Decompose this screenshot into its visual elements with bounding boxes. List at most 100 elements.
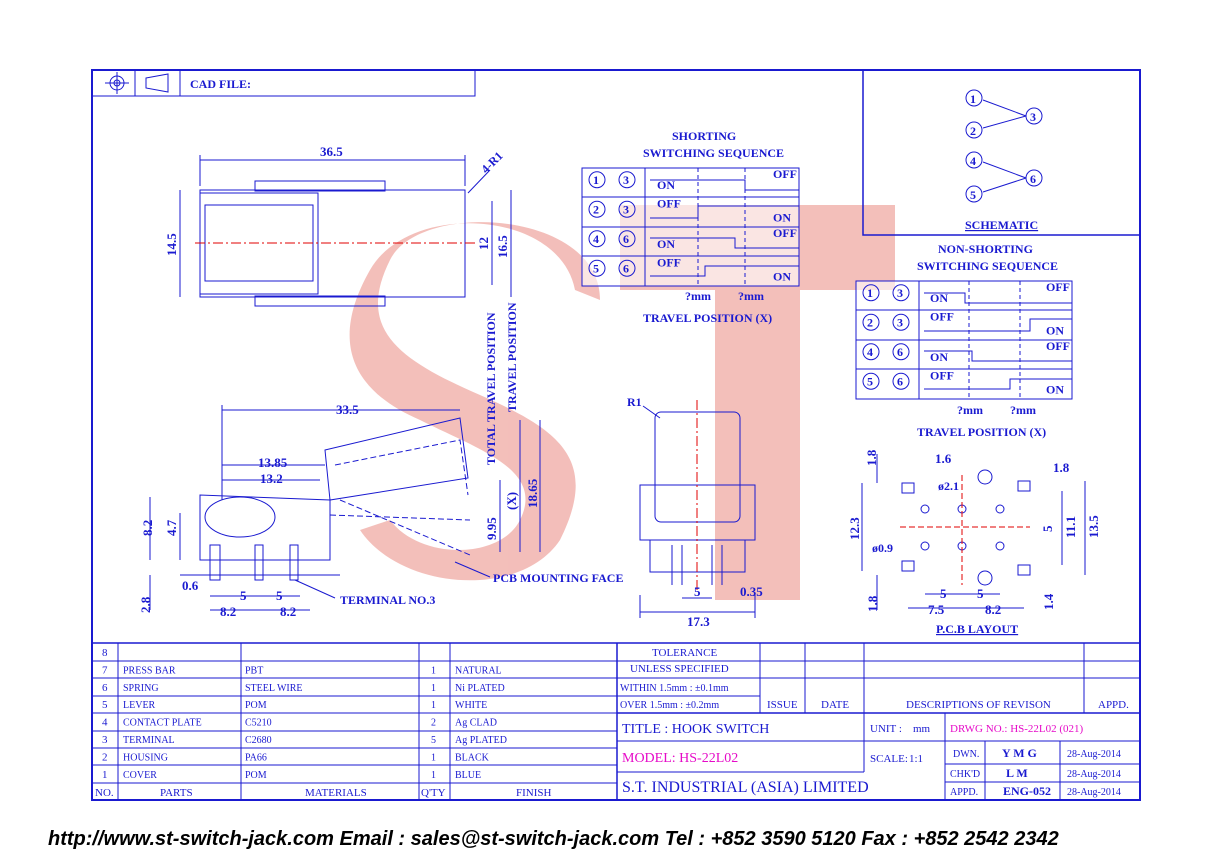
front-dim-5: 5 bbox=[694, 584, 701, 599]
side-dim-13-85: 13.85 bbox=[258, 455, 288, 470]
bom-row-material: POM bbox=[245, 770, 267, 781]
bom-row-finish: Ag CLAD bbox=[455, 718, 497, 729]
bom-header-qty: Q'TY bbox=[421, 787, 446, 799]
bom-row-part: HOUSING bbox=[123, 752, 168, 763]
appd-value: ENG-052 bbox=[1003, 784, 1051, 798]
non-shorting-pin-a: 1 bbox=[867, 286, 873, 300]
schematic-pin-3: 3 bbox=[1030, 110, 1036, 124]
model-text: MODEL: HS-22L02 bbox=[622, 751, 738, 766]
shorting-pin-b: 3 bbox=[623, 202, 629, 216]
pcb-dim-5-a: 5 bbox=[940, 586, 947, 601]
side-dim-5-b: 5 bbox=[276, 588, 283, 603]
bom-row-material: STEEL WIRE bbox=[245, 683, 303, 694]
bom-row-finish: BLACK bbox=[455, 752, 490, 763]
drawing-border bbox=[91, 69, 1141, 801]
top-dim-12: 12 bbox=[476, 237, 491, 250]
side-dim-9-95: 9.95 bbox=[484, 517, 499, 540]
top-view bbox=[179, 155, 512, 307]
watermark-logo bbox=[349, 205, 895, 600]
non-shorting-pin-circle bbox=[892, 372, 910, 390]
side-dim-4-7: 4.7 bbox=[164, 519, 179, 536]
non-shorting-mm-1: ?mm bbox=[957, 403, 983, 417]
shorting-pin-circle bbox=[588, 171, 606, 189]
shorting-state-right: ON bbox=[773, 269, 791, 283]
bom-row-finish: BLUE bbox=[455, 770, 481, 781]
scale-value: 1:1 bbox=[909, 753, 923, 765]
pcb-dim-12-3: 12.3 bbox=[847, 517, 862, 540]
non-shorting-travel: TRAVEL POSITION (X) bbox=[917, 425, 1046, 439]
non-shorting-pin-circle bbox=[892, 284, 910, 302]
side-dim-8-2-v: 8.2 bbox=[140, 520, 155, 536]
non-shorting-state-left: ON bbox=[930, 350, 948, 364]
bom-row-material: C5210 bbox=[245, 718, 272, 729]
schematic-pin-2: 2 bbox=[970, 124, 976, 138]
side-dim-8-2-a: 8.2 bbox=[220, 604, 236, 619]
shorting-pin-circle bbox=[588, 259, 606, 277]
non-shorting-title-1: NON-SHORTING bbox=[938, 242, 1033, 256]
appd-date: 28-Aug-2014 bbox=[1067, 787, 1121, 798]
side-dim-x: (X) bbox=[504, 492, 519, 510]
shorting-state-right: OFF bbox=[773, 167, 797, 181]
pcb-dim-1-8-c: 1.8 bbox=[865, 595, 880, 612]
dwn-value: Y M G bbox=[1002, 746, 1037, 760]
non-shorting-state-right: OFF bbox=[1046, 280, 1070, 294]
side-pcb-face-label: PCB MOUNTING FACE bbox=[493, 571, 623, 585]
bom-row-material: C2680 bbox=[245, 735, 272, 746]
top-dim-14-5: 14.5 bbox=[164, 233, 179, 256]
tolerance-over: OVER 1.5mm : ±0.2mm bbox=[620, 700, 719, 711]
shorting-title-1: SHORTING bbox=[672, 129, 736, 143]
bom-row-qty: 1 bbox=[431, 665, 436, 676]
bom-row-qty: 2 bbox=[431, 718, 436, 729]
bom-row-no: 5 bbox=[102, 699, 108, 711]
schematic-pin-5: 5 bbox=[970, 188, 976, 202]
chk-value: L M bbox=[1006, 766, 1028, 780]
shorting-title-2: SWITCHING SEQUENCE bbox=[643, 146, 784, 160]
side-dim-18-65: 18.65 bbox=[525, 478, 540, 508]
bom-row-part: SPRING bbox=[123, 683, 159, 694]
bom-row-no: 6 bbox=[102, 682, 108, 694]
bom-row-no: 2 bbox=[102, 751, 108, 763]
bom-row-no: 8 bbox=[102, 647, 108, 659]
company-name: S.T. INDUSTRIAL (ASIA) LIMITED bbox=[622, 779, 869, 796]
bom-header-no: NO. bbox=[95, 787, 114, 799]
non-shorting-pin-a: 4 bbox=[867, 345, 873, 359]
shorting-state-left: OFF bbox=[657, 196, 681, 210]
non-shorting-state-left: OFF bbox=[930, 309, 954, 323]
bom-row-part: PRESS BAR bbox=[123, 665, 176, 676]
shorting-mm-1: ?mm bbox=[685, 289, 711, 303]
shorting-pin-circle bbox=[618, 200, 636, 218]
revision-date: DATE bbox=[821, 699, 849, 711]
bom-row-part: TERMINAL bbox=[123, 735, 175, 746]
bom-row-part: COVER bbox=[123, 770, 157, 781]
side-dim-0-6: 0.6 bbox=[182, 578, 199, 593]
pcb-dim-5-v: 5 bbox=[1040, 525, 1055, 532]
shorting-mm-2: ?mm bbox=[738, 289, 764, 303]
revision-desc: DESCRIPTIONS OF REVISON bbox=[906, 699, 1051, 711]
bom-row-finish: Ag PLATED bbox=[455, 735, 507, 746]
side-total-travel: TOTAL TRAVEL POSITION bbox=[484, 312, 498, 465]
bom-header-parts: PARTS bbox=[160, 787, 193, 799]
top-dim-4-r1: 4-R1 bbox=[478, 149, 505, 176]
title-text: TITLE : HOOK SWITCH bbox=[622, 722, 769, 737]
pcb-layout-label: P.C.B LAYOUT bbox=[936, 622, 1018, 636]
pcb-dim-13-5: 13.5 bbox=[1086, 515, 1101, 538]
non-shorting-pin-a: 5 bbox=[867, 374, 873, 388]
side-dim-8-2-b: 8.2 bbox=[280, 604, 296, 619]
bom-row-qty: 1 bbox=[431, 700, 436, 711]
non-shorting-state-left: ON bbox=[930, 291, 948, 305]
side-travel: TRAVEL POSITION bbox=[505, 302, 519, 412]
scale-label: SCALE: bbox=[870, 753, 908, 765]
non-shorting-pin-b: 6 bbox=[897, 345, 903, 359]
cad-file-header: CAD FILE: bbox=[91, 69, 476, 97]
bom-row-qty: 1 bbox=[431, 683, 436, 694]
bom-header-finish: FINISH bbox=[516, 787, 552, 799]
non-shorting-sequence-table: NON-SHORTING SWITCHING SEQUENCE bbox=[855, 242, 1073, 400]
shorting-pin-b: 3 bbox=[623, 173, 629, 187]
non-shorting-pin-circle bbox=[862, 372, 880, 390]
dwn-date: 28-Aug-2014 bbox=[1067, 749, 1121, 760]
shorting-pin-circle bbox=[618, 230, 636, 248]
pcb-dim-11-1: 11.1 bbox=[1063, 516, 1078, 538]
pcb-dim-hole-2-1: ø2.1 bbox=[938, 479, 959, 493]
bom-row-material: PA66 bbox=[245, 752, 267, 763]
